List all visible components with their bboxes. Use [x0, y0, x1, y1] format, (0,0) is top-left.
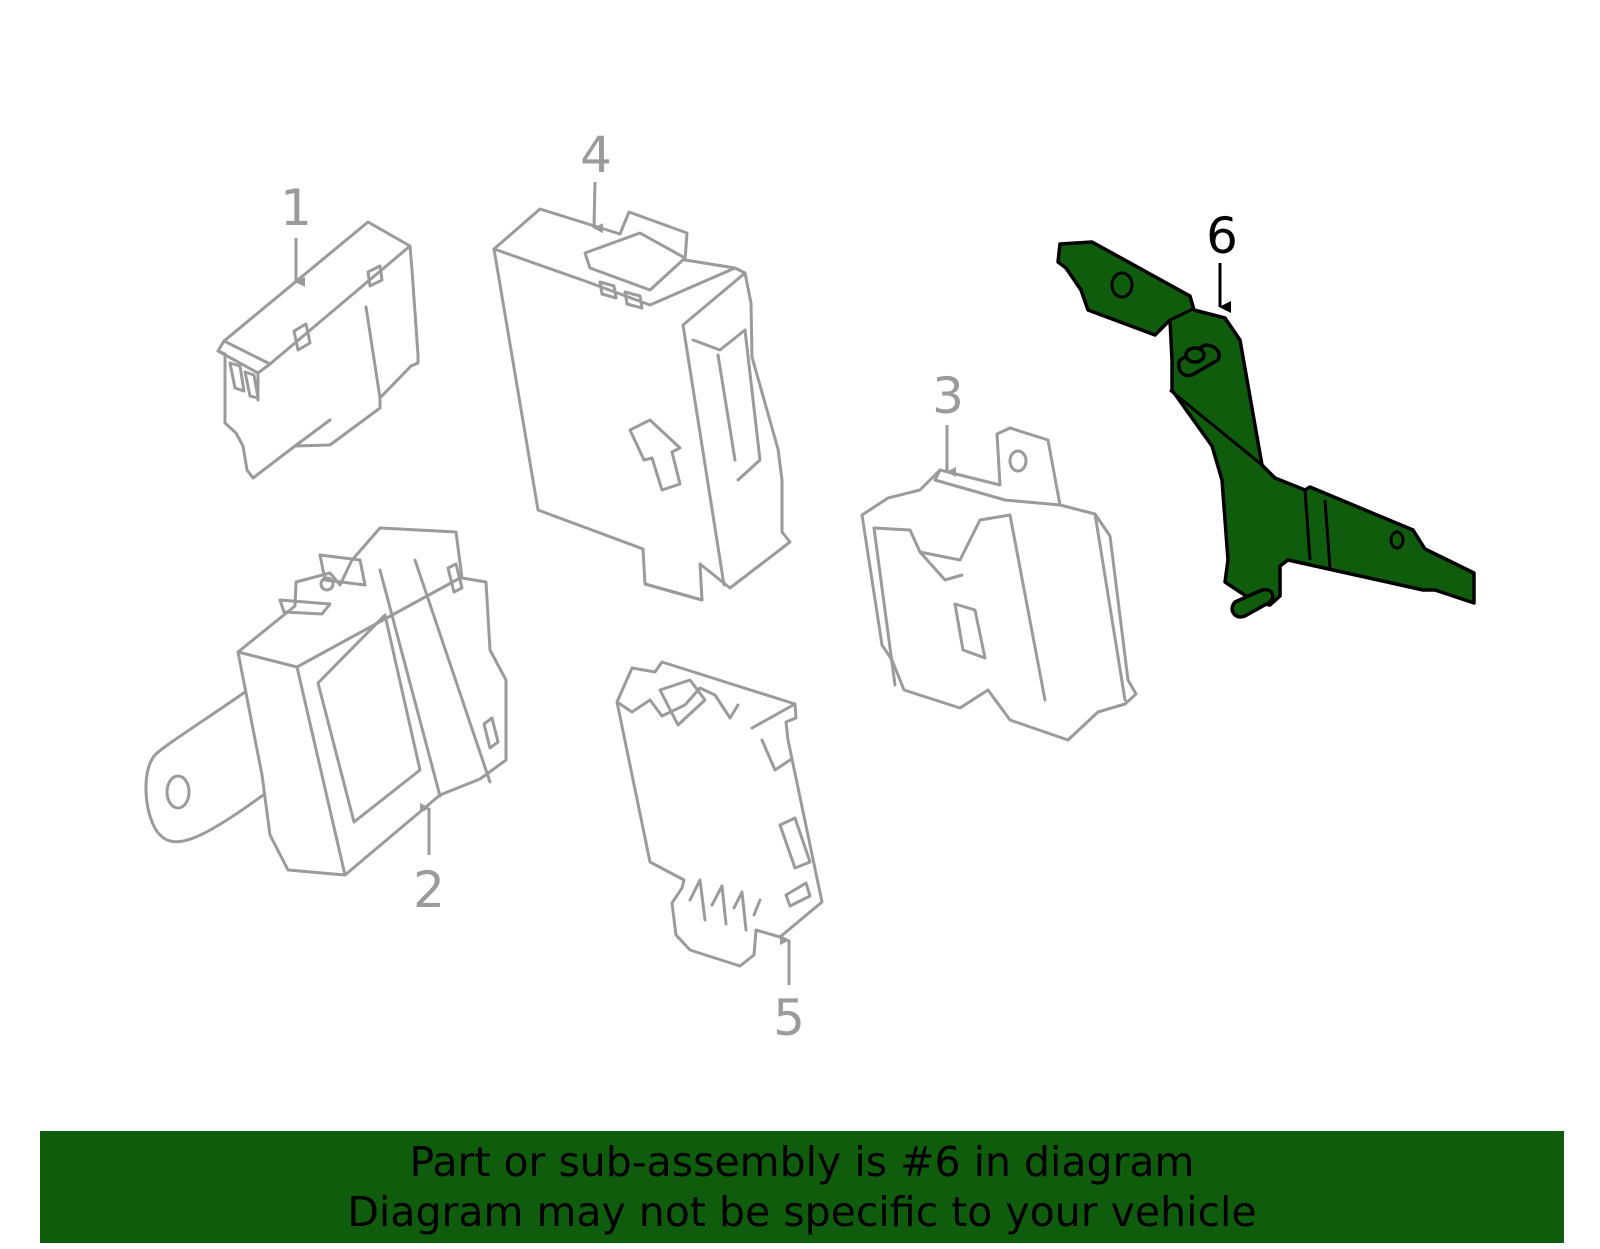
info-banner: Part or sub-assembly is #6 in diagram Di… [40, 1131, 1564, 1243]
callout-label-1: 1 [280, 179, 312, 237]
callout-5: 5 [773, 935, 805, 1047]
callout-label-4: 4 [580, 126, 612, 184]
part-4-module [492, 207, 792, 602]
callout-label-6: 6 [1206, 207, 1238, 265]
callout-4: 4 [580, 126, 612, 234]
callout-2: 2 [413, 803, 445, 919]
callout-3: 3 [932, 367, 964, 477]
part-6-bracket [1056, 240, 1476, 619]
part-1-module [216, 220, 420, 480]
part-5-module [615, 660, 824, 968]
part-2-module [144, 526, 508, 877]
callout-label-3: 3 [932, 367, 964, 425]
part-3-module [860, 426, 1138, 742]
callout-1: 1 [280, 179, 312, 287]
banner-line-2: Diagram may not be specific to your vehi… [347, 1188, 1257, 1236]
callout-label-5: 5 [773, 989, 805, 1047]
banner-line-1: Part or sub-assembly is #6 in diagram [409, 1138, 1195, 1186]
callout-label-2: 2 [413, 861, 445, 919]
callout-6[interactable]: 6 [1206, 207, 1238, 313]
